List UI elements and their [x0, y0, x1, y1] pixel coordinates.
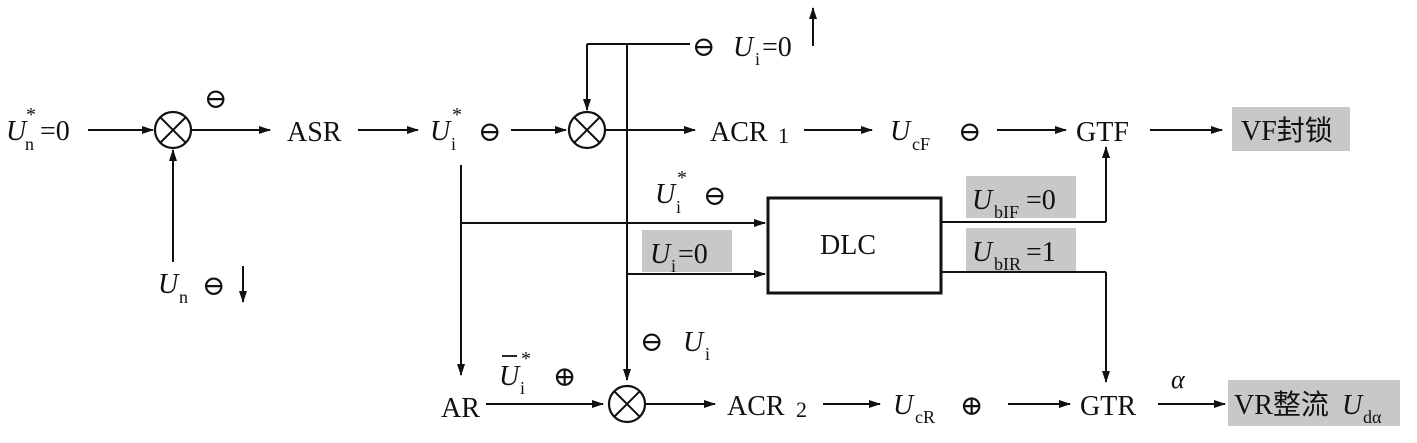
ucf-minus-sign: ⊖	[958, 117, 981, 148]
vr-rectify-highlight	[1228, 380, 1400, 426]
svg-text:dα: dα	[1363, 407, 1382, 427]
un-minus-sign: ⊖	[202, 271, 225, 302]
svg-text:cF: cF	[912, 134, 930, 154]
speed-reference-label: U n * =0	[6, 104, 70, 154]
ubif-highlight	[966, 176, 1076, 218]
ui-top-label: U i =0	[733, 32, 792, 69]
svg-text:VR整流: VR整流	[1234, 389, 1329, 421]
svg-text:bIR: bIR	[994, 254, 1021, 274]
svg-text:n: n	[25, 134, 34, 154]
svg-text:*: *	[521, 348, 531, 370]
ui-top-minus-sign: ⊖	[692, 32, 715, 63]
summing-junction-speed	[153, 110, 193, 150]
dlc-ui-input-label: U i =0	[650, 239, 708, 276]
dlc-block	[766, 196, 943, 295]
svg-text:cR: cR	[915, 407, 935, 427]
svg-text:U: U	[158, 269, 180, 300]
current-reference-label: U i *	[430, 104, 462, 154]
svg-text:i: i	[671, 256, 676, 276]
svg-text:U: U	[733, 32, 755, 63]
svg-text:U: U	[890, 116, 912, 147]
asr-label: ASR	[287, 117, 342, 148]
ubir-label: U bIR =1	[972, 237, 1056, 274]
svg-text:ACR: ACR	[727, 391, 785, 422]
ubif-label: U bIF =0	[972, 185, 1056, 222]
gtr-label: GTR	[1080, 391, 1136, 422]
svg-text:=0: =0	[762, 32, 792, 63]
acr2-label: ACR 2	[727, 391, 807, 422]
acr1-label: ACR 1	[710, 117, 789, 148]
ucr-label: U cR	[893, 390, 935, 427]
svg-text:=0: =0	[40, 116, 70, 147]
vr-rectify-label: VR整流 U dα	[1234, 389, 1382, 427]
ucf-label: U cF	[890, 116, 930, 154]
summing-junction-reverse	[607, 384, 647, 424]
vf-block-label: VF封锁	[1241, 115, 1333, 147]
svg-text:=0: =0	[678, 239, 708, 270]
svg-text:i: i	[755, 49, 760, 69]
svg-text:U: U	[655, 179, 677, 210]
svg-text:=0: =0	[1026, 185, 1056, 216]
ucr-plus-sign: ⊕	[960, 391, 983, 422]
ar-label: AR	[441, 393, 480, 424]
svg-text:i: i	[676, 197, 681, 217]
dlc-ui-input-highlight	[642, 230, 732, 272]
svg-text:bIF: bIF	[994, 202, 1019, 222]
svg-text:n: n	[179, 287, 188, 307]
svg-text:U: U	[683, 327, 705, 358]
svg-text:U: U	[499, 361, 521, 392]
dlc-label: DLC	[820, 230, 876, 261]
svg-text:*: *	[677, 167, 687, 189]
svg-text:*: *	[452, 104, 462, 126]
svg-text:⊖: ⊖	[703, 181, 726, 212]
ar-output-label: U i * ⊕	[499, 348, 576, 398]
svg-text:1: 1	[778, 123, 789, 148]
svg-text:U: U	[972, 237, 994, 268]
speed-feedback-label: U n	[158, 269, 188, 307]
svg-text:=1: =1	[1026, 237, 1056, 268]
svg-text:i: i	[451, 134, 456, 154]
svg-text:⊕: ⊕	[553, 362, 576, 393]
ui-bottom-label: U i	[683, 327, 710, 364]
dlc-uistar-label: U i * ⊖	[655, 167, 726, 217]
svg-text:U: U	[650, 239, 672, 270]
svg-text:U: U	[430, 116, 452, 147]
vf-block-highlight	[1232, 107, 1350, 151]
ui-bottom-minus-sign: ⊖	[640, 327, 663, 358]
alpha-label: α	[1171, 365, 1186, 394]
svg-text:*: *	[26, 104, 36, 126]
sum1-minus-sign: ⊖	[204, 84, 227, 115]
svg-text:i: i	[520, 378, 525, 398]
svg-text:U: U	[1342, 390, 1364, 421]
summing-junction-forward	[567, 110, 607, 150]
svg-text:2: 2	[796, 397, 807, 422]
svg-text:U: U	[6, 116, 28, 147]
uistar-minus-sign: ⊖	[478, 117, 501, 148]
svg-text:ACR: ACR	[710, 117, 768, 148]
svg-text:U: U	[893, 390, 915, 421]
gtf-label: GTF	[1076, 117, 1129, 148]
ubir-highlight	[966, 228, 1076, 271]
svg-text:U: U	[972, 185, 994, 216]
svg-text:i: i	[705, 344, 710, 364]
